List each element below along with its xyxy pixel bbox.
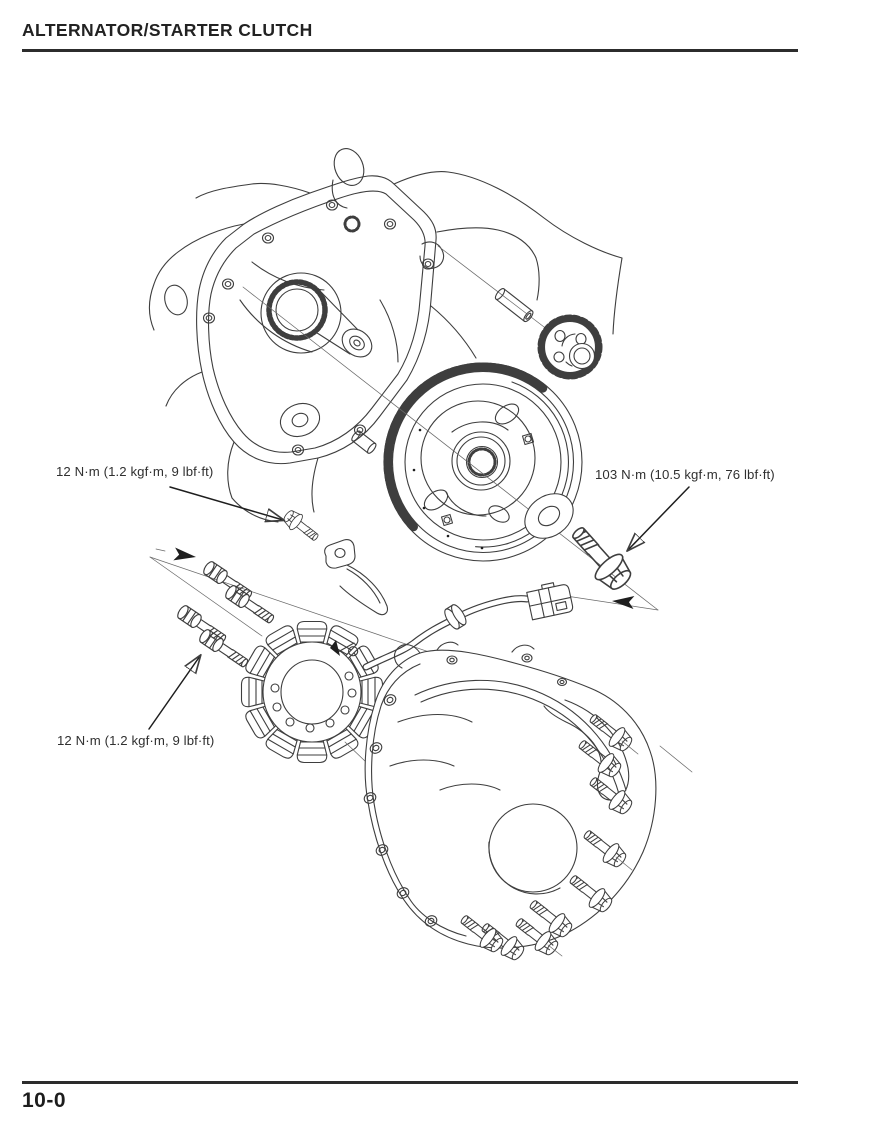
starter-idle-gear bbox=[537, 314, 603, 380]
alternator-cover bbox=[363, 641, 657, 949]
idle-gear-shaft bbox=[494, 288, 534, 323]
flywheel-washer bbox=[524, 493, 574, 539]
wire-clamp-bolt bbox=[280, 506, 323, 546]
footer-rule bbox=[22, 1081, 798, 1084]
assembly-direction-arrow-right-icon bbox=[155, 547, 196, 561]
crankcase bbox=[148, 148, 623, 523]
stator bbox=[240, 620, 384, 764]
page-title: ALTERNATOR/STARTER CLUTCH bbox=[22, 20, 313, 40]
page-number: 10-0 bbox=[22, 1089, 67, 1112]
stator-wire-harness bbox=[362, 582, 574, 671]
harness-connector bbox=[526, 582, 574, 621]
cover-bolts bbox=[455, 707, 693, 965]
torque-leader-arrows bbox=[148, 486, 690, 730]
header-rule bbox=[22, 49, 798, 52]
wire-clamp-stay bbox=[324, 539, 388, 616]
page-header: ALTERNATOR/STARTER CLUTCH bbox=[22, 20, 798, 41]
torque-label-stator-bolts: 12 N·m (1.2 kgf·m, 9 lbf·ft) bbox=[57, 733, 215, 748]
crankshaft-end bbox=[260, 272, 373, 358]
torque-label-wire-clamp-bolt: 12 N·m (1.2 kgf·m, 9 lbf·ft) bbox=[56, 464, 214, 479]
flywheel-bolt bbox=[562, 518, 639, 597]
assembly-guide-line-left2 bbox=[149, 556, 263, 637]
harness-grommet bbox=[444, 604, 467, 630]
torque-label-flywheel-bolt: 103 N·m (10.5 kgf·m, 76 lbf·ft) bbox=[595, 467, 775, 482]
crankshaft-axis-line bbox=[242, 286, 659, 611]
assembly-direction-arrow-left-icon bbox=[612, 596, 635, 610]
